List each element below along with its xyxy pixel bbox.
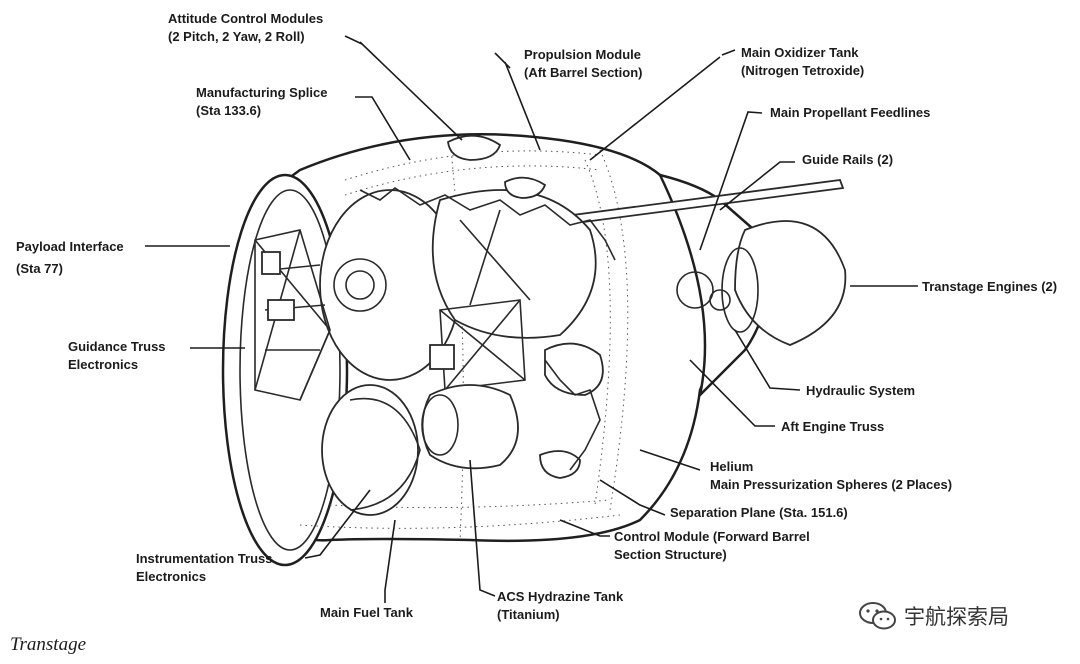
label-text: Hydraulic System	[806, 383, 916, 398]
label-main-oxidizer: Main Oxidizer Tank (Nitrogen Tetroxide)	[741, 44, 864, 80]
label-text: Aft Engine Truss	[781, 419, 885, 434]
label-text: Electronics	[68, 357, 139, 372]
watermark-text: 宇航探索局	[904, 606, 1009, 629]
center-tank	[431, 189, 597, 339]
label-text: Main Propellant Feedlines	[770, 105, 931, 120]
label-text: (Titanium)	[497, 607, 560, 622]
label-text: Main Fuel Tank	[320, 605, 413, 620]
label-text: Control Module (Forward Barrel	[614, 529, 810, 544]
label-text: Attitude Control Modules	[168, 11, 324, 26]
watermark: 宇航探索局	[858, 600, 1009, 632]
fuel-tank	[321, 384, 421, 516]
label-text: Manufacturing Splice	[196, 85, 328, 100]
label-text: Electronics	[136, 569, 207, 584]
label-text: ACS Hydrazine Tank	[497, 589, 624, 604]
label-text: (Sta 133.6)	[196, 103, 262, 118]
label-aft-engine-truss: Aft Engine Truss	[781, 418, 884, 436]
label-text: Instrumentation Truss	[136, 551, 273, 566]
figure-caption: Transtage	[10, 634, 87, 655]
leader-lines	[145, 35, 918, 603]
label-text: Section Structure)	[614, 547, 727, 562]
label-text: Transtage Engines (2)	[922, 279, 1058, 294]
label-text: (2 Pitch, 2 Yaw, 2 Roll)	[168, 29, 305, 44]
label-text: Separation Plane (Sta. 151.6)	[670, 505, 848, 520]
label-transtage-engines: Transtage Engines (2)	[922, 278, 1057, 296]
wechat-logo-icon	[859, 602, 896, 630]
label-text: Main Oxidizer Tank	[741, 45, 859, 60]
label-propulsion-module: Propulsion Module (Aft Barrel Section)	[524, 46, 642, 82]
label-separation-plane: Separation Plane (Sta. 151.6)	[670, 504, 848, 522]
label-text: (Aft Barrel Section)	[524, 65, 643, 80]
label-instrumentation-truss: Instrumentation Truss Electronics	[136, 550, 273, 586]
label-text: Payload Interface	[16, 239, 124, 254]
label-main-fuel-tank: Main Fuel Tank	[320, 604, 413, 622]
label-control-module: Control Module (Forward Barrel Section S…	[614, 528, 810, 564]
label-helium: Helium Main Pressurization Spheres (2 Pl…	[710, 458, 952, 494]
label-guidance-truss: Guidance Truss Electronics	[68, 338, 166, 374]
truss-structure	[254, 209, 531, 401]
cutaway-edge	[359, 187, 616, 471]
acs-tank	[421, 384, 519, 470]
label-attitude-control: Attitude Control Modules (2 Pitch, 2 Yaw…	[168, 10, 323, 46]
label-text: Propulsion Module	[524, 47, 641, 62]
pressurization-spheres	[447, 134, 604, 479]
label-text: Helium	[710, 459, 754, 474]
label-text: Main Pressurization Spheres (2 Places)	[710, 477, 953, 492]
label-text: Guide Rails (2)	[802, 152, 894, 167]
label-text: Guidance Truss	[68, 339, 166, 354]
label-manufacturing-splice: Manufacturing Splice (Sta 133.6)	[196, 84, 327, 120]
label-payload-interface: Payload Interface (Sta 77)	[16, 238, 124, 278]
label-guide-rails: Guide Rails (2)	[802, 151, 893, 169]
label-text: (Sta 77)	[16, 261, 63, 276]
label-acs-hydrazine: ACS Hydrazine Tank (Titanium)	[497, 588, 623, 624]
label-hydraulic-system: Hydraulic System	[806, 382, 915, 400]
label-main-propellant-feedlines: Main Propellant Feedlines	[770, 104, 930, 122]
label-text: (Nitrogen Tetroxide)	[741, 63, 865, 78]
